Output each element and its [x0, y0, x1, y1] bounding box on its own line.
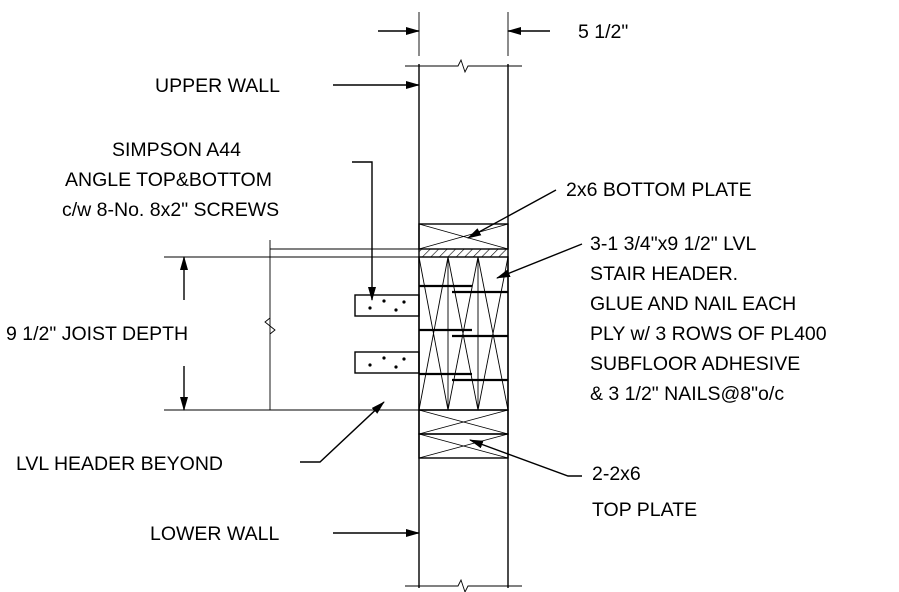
upper-wall-label: UPPER WALL [155, 75, 280, 97]
simpson-label-line-2: ANGLE TOP&BOTTOM [65, 169, 272, 191]
lower-wall-callout: LOWER WALL [150, 523, 420, 545]
lvl-beyond-callout: LVL HEADER BEYOND [16, 401, 385, 475]
subfloor [270, 248, 509, 258]
lvl-header-callout: 3-1 3/4"x9 1/2" LVL STAIR HEADER. GLUE A… [496, 233, 827, 405]
top-plate-label-line-1: 2-2x6 [592, 463, 641, 485]
lvl-stair-header [418, 256, 509, 411]
wall-studs [405, 58, 522, 592]
dimension-text: 5 1/2" [578, 21, 628, 43]
bottom-plate-label: 2x6 BOTTOM PLATE [566, 179, 752, 201]
nails [419, 284, 508, 382]
simpson-label-line-1: SIMPSON A44 [112, 139, 241, 161]
top-dimension: 5 1/2" [378, 12, 628, 56]
simpson-angles [354, 294, 420, 374]
lvl-label-line-1: 3-1 3/4"x9 1/2" LVL [590, 233, 756, 255]
lvl-label-line-6: & 3 1/2" NAILS@8"o/c [590, 383, 784, 405]
joist-depth-label: 9 1/2" JOIST DEPTH [6, 323, 188, 345]
top-plate-callout: 2-2x6 TOP PLATE [469, 439, 697, 521]
lvl-label-line-4: PLY w/ 3 ROWS OF PL400 [590, 323, 827, 345]
top-plate-label-line-2: TOP PLATE [592, 499, 697, 521]
lower-wall-label: LOWER WALL [150, 523, 279, 545]
upper-wall-callout: UPPER WALL [155, 75, 420, 97]
lvl-label-line-5: SUBFLOOR ADHESIVE [590, 353, 800, 375]
simpson-callout: SIMPSON A44 ANGLE TOP&BOTTOM c/w 8-No. 8… [62, 139, 376, 301]
simpson-label-line-3: c/w 8-No. 8x2" SCREWS [62, 199, 279, 221]
lvl-label-line-3: GLUE AND NAIL EACH [590, 293, 796, 315]
joist-depth-dimension: 9 1/2" JOIST DEPTH [6, 256, 270, 411]
joist-outline [264, 240, 419, 411]
top-plates [418, 409, 509, 459]
bottom-plate [418, 223, 509, 250]
lvl-label-line-2: STAIR HEADER. [590, 263, 738, 285]
bottom-plate-callout: 2x6 BOTTOM PLATE [467, 179, 752, 239]
lvl-beyond-label: LVL HEADER BEYOND [16, 453, 223, 475]
